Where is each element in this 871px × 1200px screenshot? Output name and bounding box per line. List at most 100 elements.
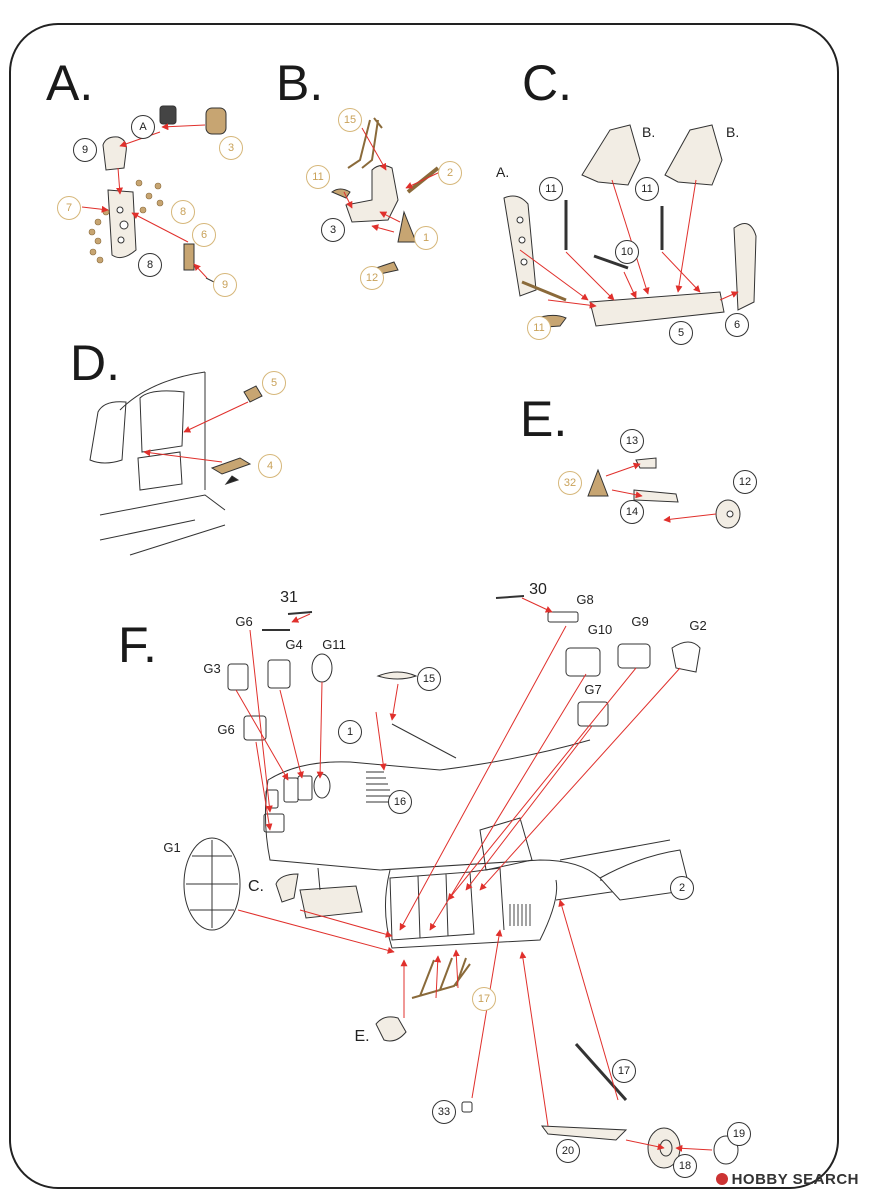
section-d-arrows — [143, 401, 249, 463]
pe-bracket — [397, 210, 417, 243]
label-g10: G10 — [587, 622, 613, 637]
window-g11-body — [313, 773, 331, 799]
watermark-logo-icon — [715, 1173, 728, 1185]
label-g8: G8 — [576, 592, 594, 607]
callout-7: 7 — [57, 196, 81, 220]
callout-a: A — [131, 115, 155, 139]
section-a-title: A. — [46, 55, 94, 111]
callout-15f: 15 — [417, 667, 441, 691]
callout-9-pe: 9 — [213, 273, 237, 297]
glass-g8 — [547, 611, 579, 623]
label-g4: G4 — [285, 637, 303, 652]
section-c-parts — [503, 124, 757, 329]
window-g6-lower — [263, 813, 285, 833]
callout-20: 20 — [556, 1139, 580, 1163]
window-g3-body — [297, 775, 313, 801]
skid-gear-17 — [411, 957, 471, 999]
part-20 — [540, 1125, 628, 1141]
pe-buckle — [331, 188, 351, 199]
label-e: E. — [354, 1028, 370, 1045]
callout-3: 3 — [219, 136, 243, 160]
callout-5: 5 — [669, 321, 693, 345]
sub-label-a: A. — [496, 164, 510, 180]
section-f-arrows — [235, 597, 713, 1152]
label-g9: G9 — [631, 614, 649, 629]
section-f-title: F. — [118, 617, 157, 673]
callout-13: 13 — [620, 429, 644, 453]
callout-18: 18 — [673, 1154, 697, 1178]
window-g4-body — [283, 777, 299, 803]
part-31 — [287, 611, 313, 615]
section-b-title: B. — [276, 55, 324, 111]
glass-g10 — [565, 647, 601, 677]
pe-grille-dark — [159, 105, 177, 125]
vent-lower — [509, 904, 531, 926]
lower-fuselage — [384, 869, 558, 949]
section-d-title: D. — [70, 335, 120, 391]
label-g11: G11 — [322, 637, 346, 652]
glass-g11 — [311, 653, 333, 683]
cockpit-c — [275, 867, 363, 919]
pe-mechanism-d — [210, 457, 252, 475]
label-31: 31 — [280, 589, 298, 606]
cabin-frames — [389, 867, 505, 941]
part-13 — [635, 457, 657, 469]
door-lower — [137, 451, 183, 491]
callout-17-pe: 17 — [472, 987, 496, 1011]
label-30: 30 — [529, 581, 547, 598]
part-e-gear — [375, 1016, 407, 1042]
callout-2: 2 — [438, 161, 462, 185]
section-a-parts — [88, 105, 227, 283]
seat-b-left — [581, 124, 641, 186]
label-g3: G3 — [203, 661, 221, 676]
callout-1f: 1 — [338, 720, 362, 744]
label-c: C. — [248, 878, 264, 895]
glass-g9 — [617, 643, 651, 669]
callout-14: 14 — [620, 500, 644, 524]
cabin-body — [264, 779, 601, 879]
callout-2f: 2 — [670, 876, 694, 900]
glass-g3 — [227, 663, 249, 691]
rear-bulkhead — [733, 223, 757, 311]
callout-32: 32 — [558, 471, 582, 495]
seat — [345, 164, 399, 223]
callout-33: 33 — [432, 1100, 456, 1124]
rotor-pylon — [479, 817, 533, 871]
section-b-arrows — [343, 127, 441, 233]
section-b-parts — [331, 117, 440, 275]
stick-c — [593, 254, 629, 270]
callout-11-c3: 11 — [527, 316, 551, 340]
callout-11: 11 — [306, 165, 330, 189]
callout-8-pe: 8 — [171, 200, 195, 224]
label-g2: G2 — [689, 618, 707, 633]
label-g6-top: G6 — [235, 614, 253, 629]
watermark-text: HOBBY SEARCH — [731, 1171, 859, 1188]
callout-11-c2: 11 — [635, 177, 659, 201]
tail-cone — [599, 849, 691, 901]
cabin-roof — [267, 723, 591, 781]
page-frame — [9, 23, 839, 1189]
vent-16 — [366, 771, 392, 803]
watermark: HOBBY SEARCH — [715, 1171, 859, 1188]
fuselage-side — [99, 371, 226, 556]
callout-4: 4 — [258, 454, 282, 478]
callout-19: 19 — [727, 1122, 751, 1146]
part-14-shaft — [633, 489, 679, 503]
callout-16: 16 — [388, 790, 412, 814]
section-a-arrows — [81, 123, 208, 279]
glass-g4 — [267, 659, 291, 689]
glass-g6 — [243, 715, 267, 741]
side-panel — [503, 195, 537, 297]
section-c-arrows — [519, 179, 739, 309]
part-15 — [376, 671, 418, 680]
sub-label-b-left: B. — [642, 124, 656, 140]
instrument-panel-hood — [102, 136, 127, 171]
pe-throttle — [521, 280, 567, 302]
callout-8: 8 — [138, 253, 162, 277]
callout-17: 17 — [612, 1059, 636, 1083]
part-30 — [495, 595, 525, 599]
part-33 — [461, 1101, 473, 1113]
section-f-parts — [183, 595, 739, 1169]
glass-g7 — [577, 701, 609, 727]
pe-plate-d — [243, 385, 263, 403]
